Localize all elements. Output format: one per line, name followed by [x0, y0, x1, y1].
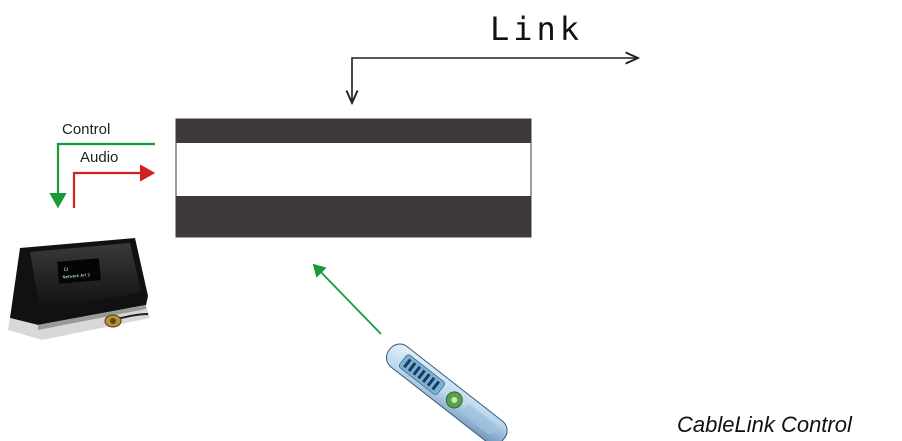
diagram-caption: CableLink Control [677, 412, 852, 437]
link-label: Link [490, 10, 584, 48]
link-arrow [351, 58, 638, 103]
control-label: Control [62, 121, 111, 138]
audio-label: Audio [80, 149, 119, 166]
remote-arrow [312, 263, 382, 335]
product-box [175, 118, 532, 238]
audio-master-device-icon: CI Network Art 2 [8, 238, 150, 340]
device-display-line2: Network Art 2 [62, 272, 91, 279]
control-arrow [49, 142, 155, 209]
device-display-line1: CI [64, 267, 69, 273]
remote-control-icon [385, 343, 508, 441]
audio-arrow [72, 164, 156, 208]
